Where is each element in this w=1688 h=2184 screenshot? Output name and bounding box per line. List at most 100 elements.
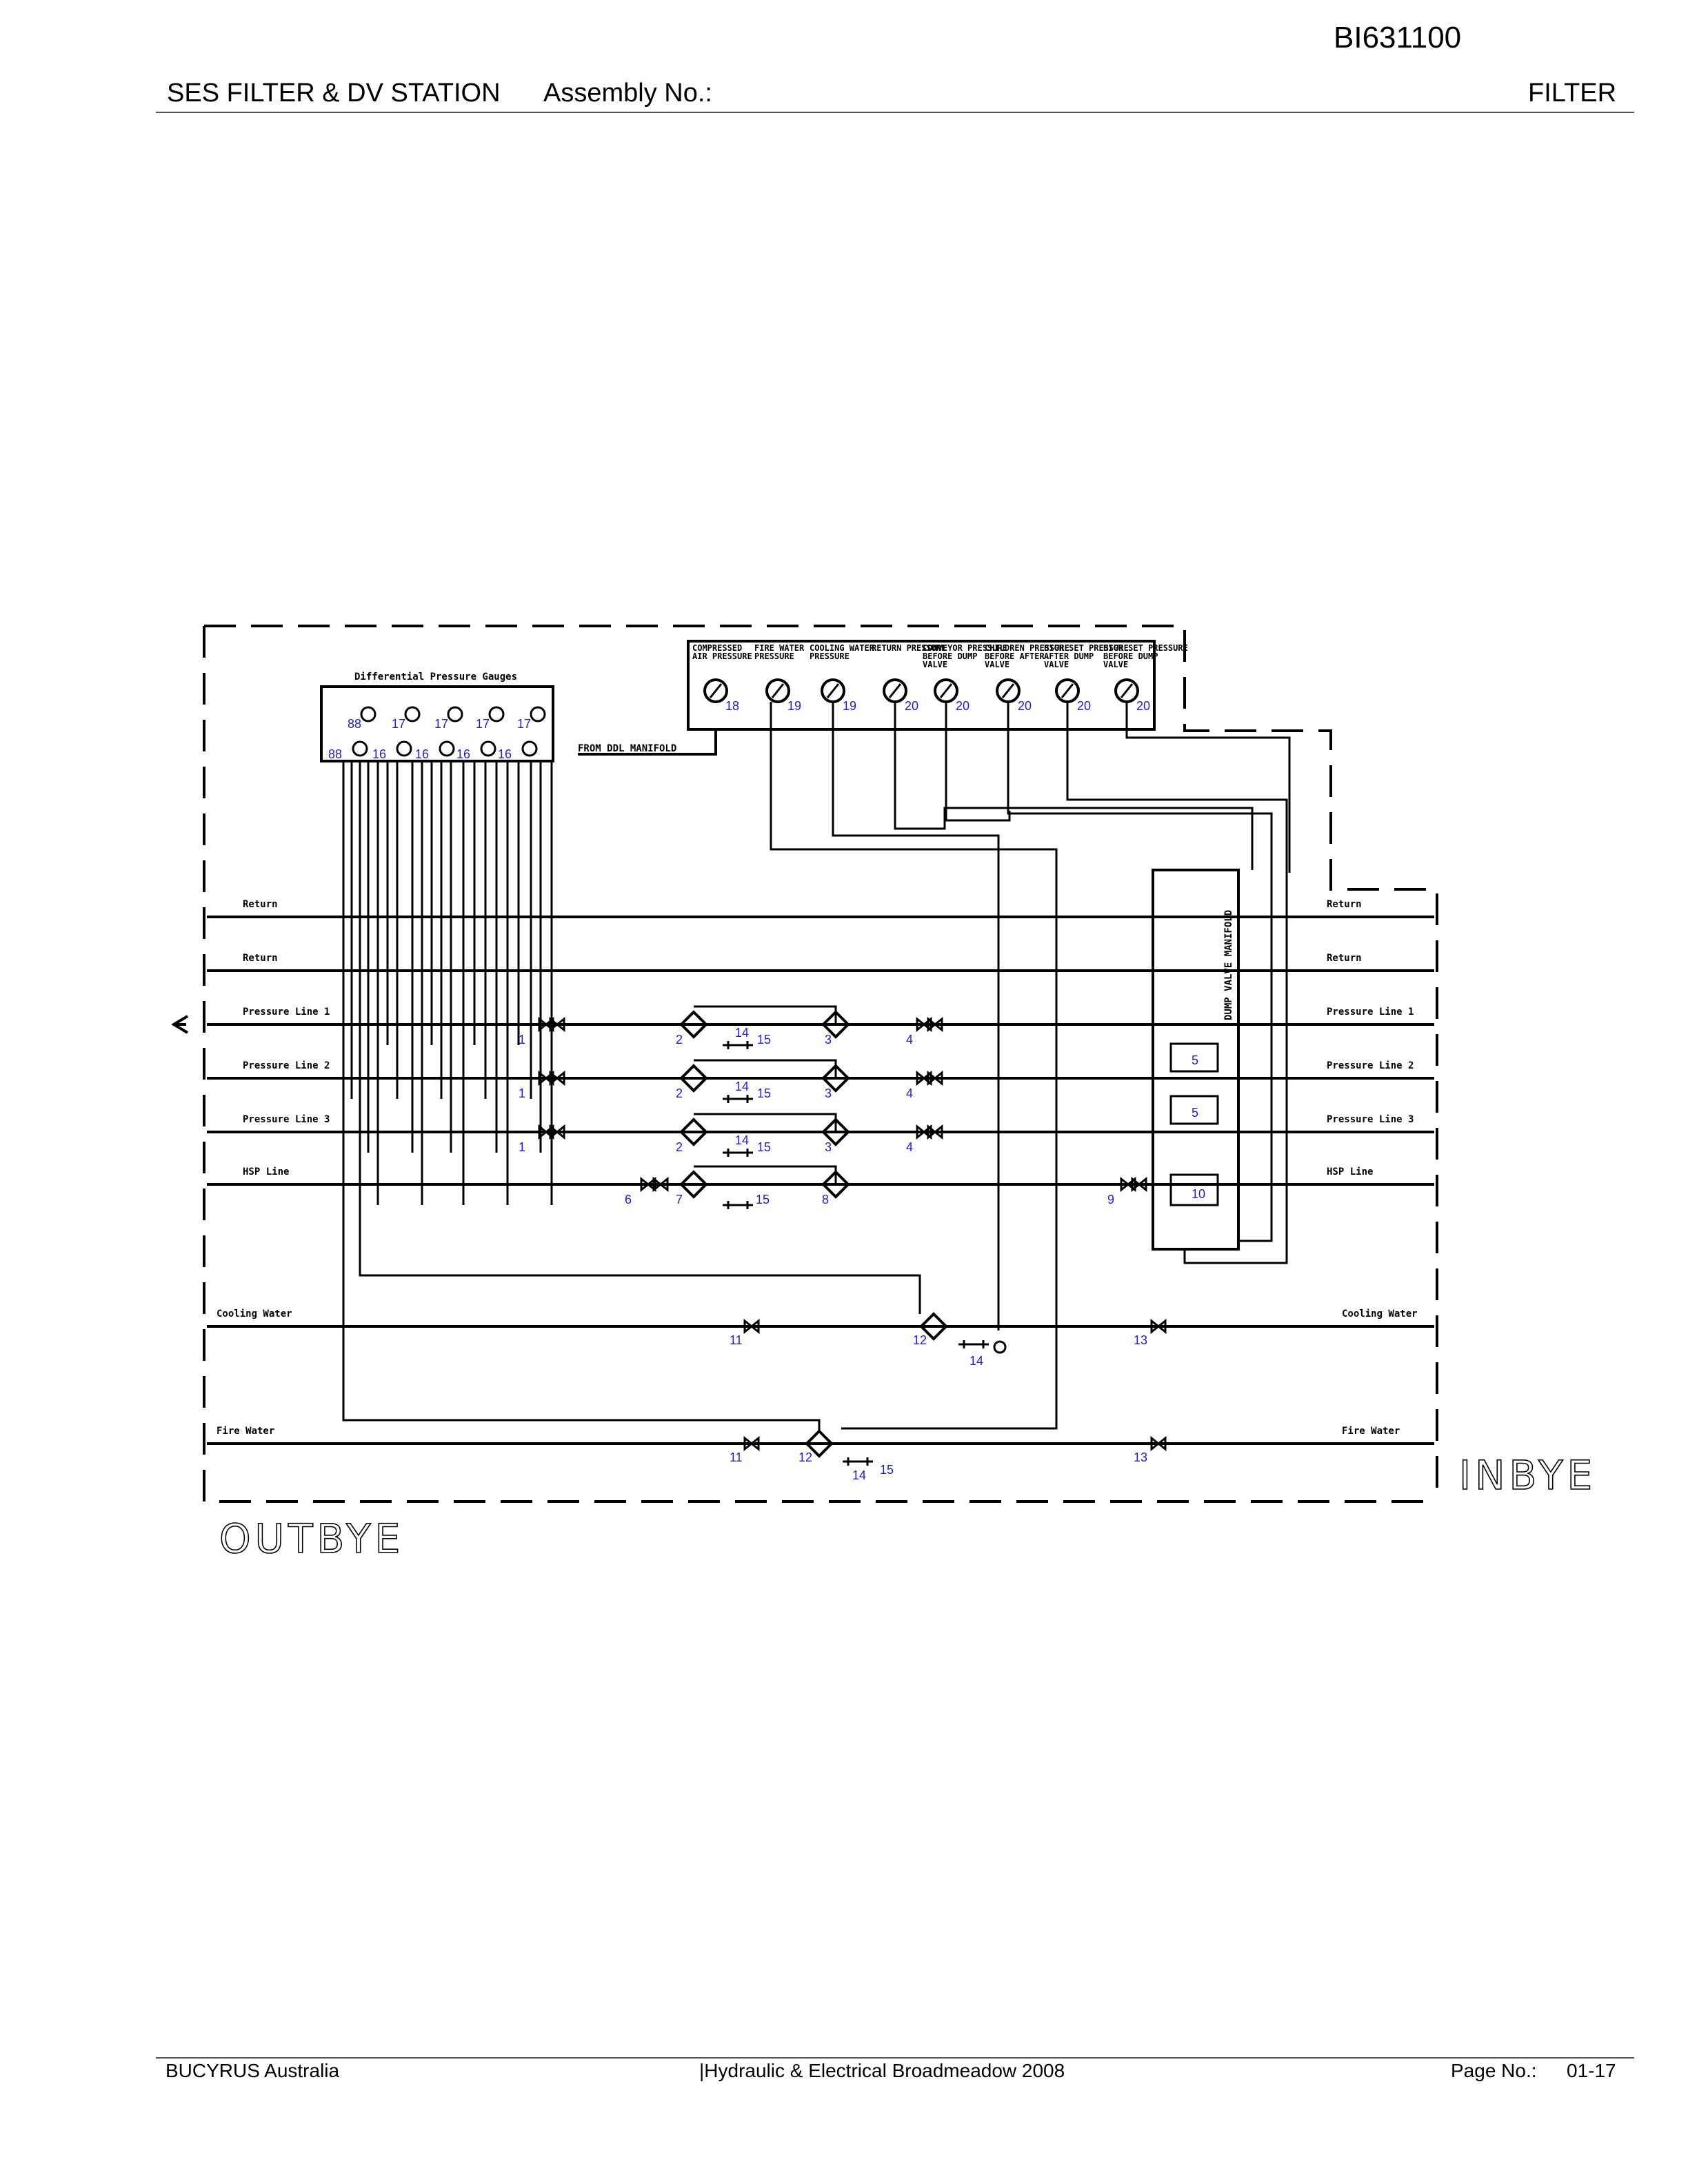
bypass-loop (694, 1005, 837, 1024)
line1-item-5: 4 (906, 1033, 913, 1046)
header-rule (156, 112, 1634, 113)
tube-gauge-6 (1007, 702, 1273, 1242)
document-number: BI631100 (1334, 21, 1462, 54)
bypass-loop (694, 1165, 837, 1184)
fire-item-2: 14 (852, 1468, 866, 1482)
diff-gauge-bottom-icon (439, 740, 455, 757)
line3-item-1: 2 (676, 1140, 683, 1154)
manifold-item-1: 5 (1192, 1106, 1198, 1120)
manifold-item-0: 5 (1192, 1053, 1198, 1067)
diff-gauge-top-icon (360, 706, 376, 722)
diff-gauge-top-icon (404, 706, 421, 722)
top-gauge-label-0: COMPRESSED (692, 643, 742, 653)
check-valve-icon (538, 1124, 554, 1140)
top-gauge-label-7: HIGH SET PRESSURE (1103, 643, 1188, 653)
line2-item-0: 1 (519, 1086, 525, 1100)
from-manifold-label: FROM DDL MANIFOLD (578, 743, 676, 754)
tube-cooling (359, 761, 921, 1314)
section-label: FILTER (1528, 79, 1617, 108)
hsp-item-4: 9 (1107, 1193, 1114, 1206)
line3-item-2: 14 (735, 1133, 749, 1147)
footer-rule (156, 2057, 1634, 2059)
line3-item-3: 15 (757, 1140, 771, 1154)
line1-item-0: 1 (519, 1033, 525, 1046)
diff-gauge-top-icon (488, 706, 505, 722)
check-valve-icon (916, 1016, 932, 1033)
hsp-item-0: 6 (625, 1193, 632, 1206)
inbye-label: INBYE (1459, 1452, 1596, 1499)
bypass-loop (694, 1113, 837, 1132)
top-gauge-number-0: 18 (725, 699, 739, 713)
check-valve-icon (927, 1016, 943, 1033)
diff-gauge-top-icon (447, 706, 463, 722)
top-gauge-number-5: 20 (1018, 699, 1032, 713)
fire-item-1: 12 (798, 1450, 812, 1464)
diff-gauge-bottom-number-4: 16 (498, 747, 512, 761)
check-valve-icon (743, 1318, 760, 1335)
top-gauge-number-4: 20 (956, 699, 969, 713)
drain-valve-icon (723, 1149, 753, 1157)
diff-gauge-top-number-0: 88 (348, 717, 361, 731)
gauge-needle-icon (771, 683, 785, 698)
line2-item-1: 2 (676, 1086, 683, 1100)
top-gauge-label-4: CONVEYOR PRESSURE (923, 643, 1007, 653)
gauge-needle-icon (1120, 683, 1134, 698)
dump-valve-manifold-label: DUMP VALVE MANIFOLD (1223, 910, 1234, 1020)
differential-gauge-panel: Differential Pressure Gauges FROM DDL MA… (320, 671, 676, 762)
dump-valve-manifold: DUMP VALVE MANIFOLD (1152, 869, 1240, 1251)
check-valve-icon (549, 1016, 565, 1033)
top-gauge-label-6: VALVE (1044, 660, 1069, 669)
diff-gauge-bottom-icon (480, 740, 496, 757)
top-gauge-label-1: FIRE WATER (754, 643, 805, 653)
line2-item-3: 15 (757, 1086, 771, 1100)
top-gauge-label-1: PRESSURE (754, 651, 794, 661)
top-gauge-label-7: VALVE (1103, 660, 1128, 669)
cooling-item-1: 12 (913, 1333, 927, 1347)
line1-item-3: 15 (757, 1033, 771, 1046)
check-valve-icon (927, 1124, 943, 1140)
tube-gauge-3 (832, 702, 1000, 1331)
gauge-tubing (342, 702, 1291, 1433)
fire-item-4: 13 (1134, 1450, 1147, 1464)
enclosure-outline (203, 625, 1438, 1503)
assembly-label: Assembly No.: (543, 79, 712, 108)
top-gauge-number-3: 20 (905, 699, 918, 713)
line3-item-0: 1 (519, 1140, 525, 1154)
line2-item-2: 14 (735, 1080, 749, 1093)
top-gauge-label-7: BEFORE DUMP (1103, 651, 1158, 661)
diff-gauge-top-number-1: 17 (392, 717, 405, 731)
pressure-gauge-icon (703, 678, 728, 703)
filter-icon (679, 1118, 708, 1146)
diff-gauge-bottom-icon (521, 740, 538, 757)
outbye-label: OUTBYE (219, 1515, 404, 1562)
gauge-needle-icon (1001, 683, 1015, 698)
diff-gauge-bottom-number-2: 16 (415, 747, 429, 761)
check-valve-icon (549, 1124, 565, 1140)
pressure-gauge-icon (765, 678, 790, 703)
diff-gauge-bottom-icon (352, 740, 368, 757)
filter-icon (679, 1064, 708, 1093)
line2-item-4: 3 (825, 1086, 832, 1100)
left-line-label-4: Pressure Line 3 (243, 1114, 330, 1125)
cooling-item-3: 13 (1134, 1333, 1147, 1347)
footer-page-label: Page No.: (1451, 2060, 1537, 2081)
top-gauge-number-6: 20 (1077, 699, 1091, 713)
check-valve-icon (1120, 1176, 1136, 1193)
drain-valve-icon (843, 1457, 873, 1466)
gauge-needle-icon (826, 683, 840, 698)
cooling-item-2: 14 (969, 1354, 983, 1368)
line1-item-4: 3 (825, 1033, 832, 1046)
check-valve-icon (549, 1070, 565, 1086)
line3-item-4: 3 (825, 1140, 832, 1154)
line3-item-5: 4 (906, 1140, 913, 1154)
check-valve-icon (538, 1070, 554, 1086)
process-lines (171, 916, 1434, 1445)
diff-gauge-bottom-number-0: 88 (328, 747, 342, 761)
fire-item-0: 11 (730, 1450, 743, 1464)
diff-gauge-bottom-icon (396, 740, 412, 757)
check-valve-icon (538, 1016, 554, 1033)
top-gauge-label-6: HIGH SET PRESSURE (1044, 643, 1129, 653)
left-line-label-5: HSP Line (243, 1166, 289, 1177)
gauge-needle-icon (939, 683, 953, 698)
hsp-item-2: 15 (756, 1193, 770, 1206)
